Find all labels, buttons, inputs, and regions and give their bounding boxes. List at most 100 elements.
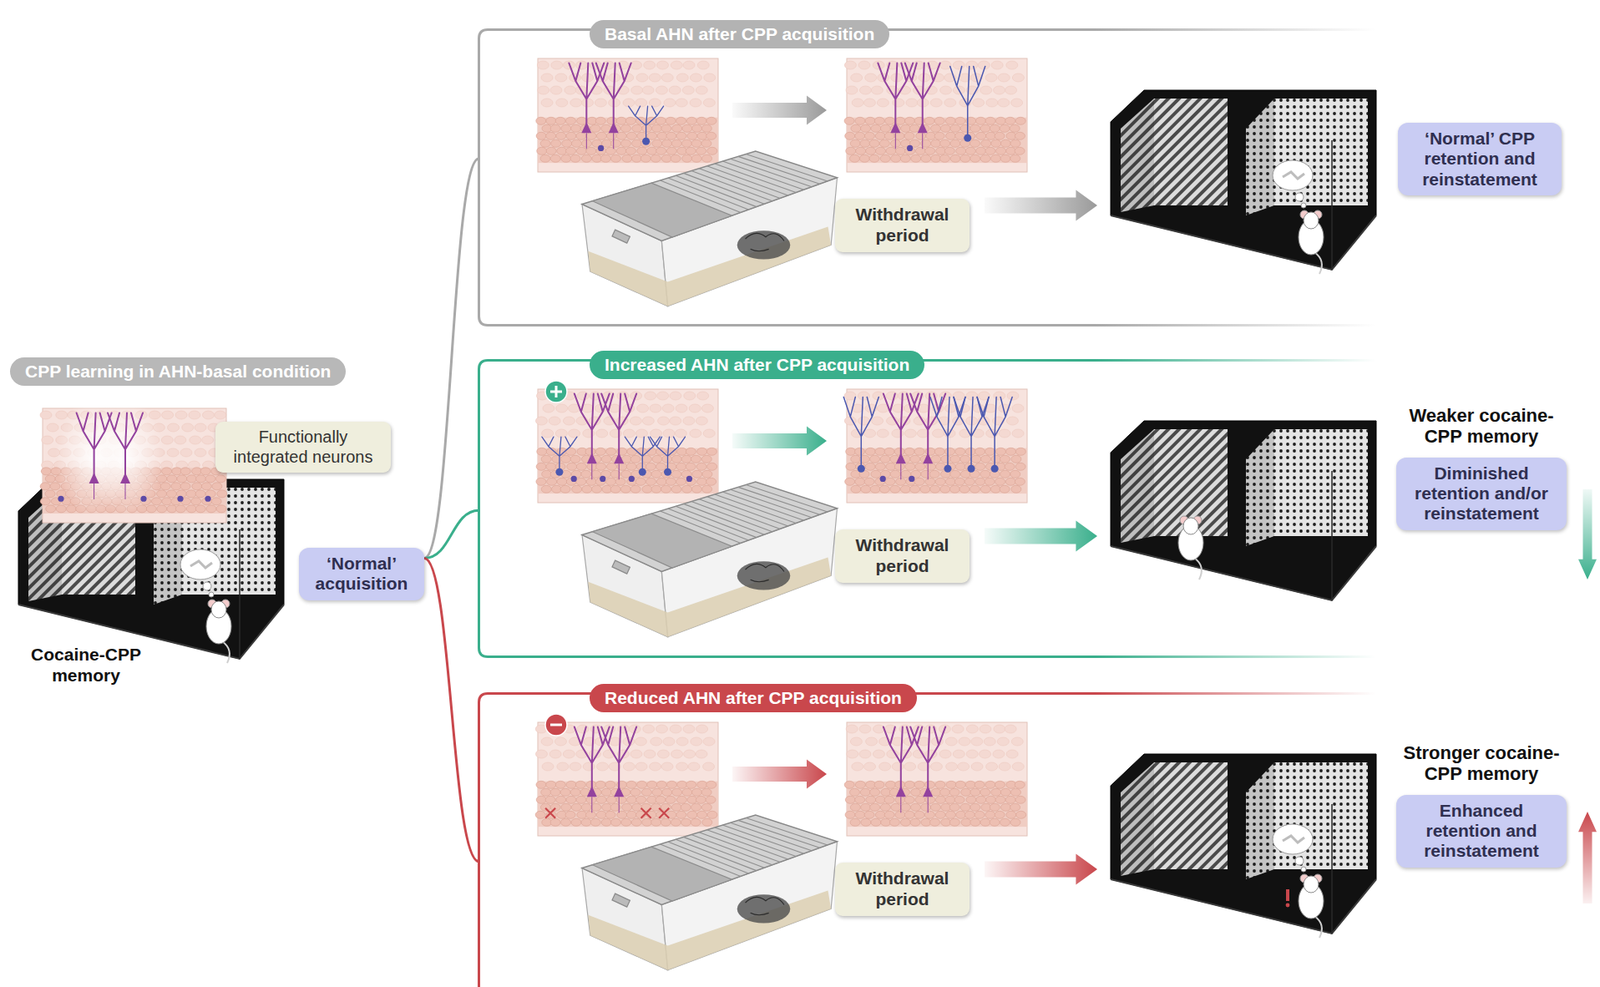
neuron-panel-part [926,462,937,471]
neuron-panel-part [1012,762,1024,771]
neuron-panel-part [660,803,671,811]
neuron-panel-part [985,116,996,125]
neuron-panel-part [952,60,965,70]
newborn-cell [177,496,183,502]
neuron-panel-part [873,724,886,734]
neuron-panel-part [701,803,712,811]
neuron-panel-part [672,788,683,796]
neuron-panel-part [701,455,712,463]
neuron-panel-part [914,780,925,789]
neuron-panel-part [850,818,861,826]
soma [587,785,598,797]
neuron-panel-part [703,429,715,438]
neuron-panel-part [858,60,871,70]
neuron-panel-part [626,780,637,789]
dendrite [950,66,986,139]
neuron-panel-part [970,818,981,826]
neuron-panel-part [904,116,915,125]
axon [125,483,127,500]
neuron-panel-part [600,154,611,163]
neuron-panel-part [991,788,1002,796]
axon [618,463,620,480]
neuron-panel-part [45,475,56,483]
neuron-panel-part [535,810,546,819]
neuron-panel-part [931,429,944,438]
cpp-chamber-part [1154,98,1228,206]
neuron-panel-part [156,505,168,513]
neuron-panel-part [945,810,956,819]
neuron-panel-part [915,795,926,804]
cpp-chamber-part [1331,804,1333,934]
neuron-panel-part [884,447,895,456]
neuron-panel-part [994,810,1005,819]
neuron-panel-part [536,447,547,456]
neuron-panel-part [595,780,606,789]
neuron-panel-part [995,447,1006,456]
neuron-panel-part [622,98,635,107]
neuron-panel-part [592,485,603,493]
dendrite [843,397,879,470]
neuron-panel-part [616,146,627,155]
neuron-panel-part [669,416,682,426]
neuron-panel-part [904,795,915,804]
neuron-panel-part [550,154,561,163]
home-cage-part [659,153,827,213]
neuron-panel-part [690,818,701,826]
neuron-panel-part [892,98,905,107]
neuron-panel-part [845,724,858,734]
neuron-panel-part [676,810,687,819]
neuron-panel-part [661,485,672,493]
mouse-part [211,601,227,618]
neuron-panel-part [642,818,653,826]
neuron-panel-part [665,795,676,804]
neuron-panel-part [889,818,900,826]
neuron-panel-part [956,810,967,819]
neuron-panel-part [971,762,983,771]
neuron-panel-part [576,146,587,155]
flow-arrow [732,759,827,790]
neuron-panel-part [540,139,551,147]
neuron-panel-part [645,477,656,486]
neuron-panel-part [167,505,178,513]
cpp-chamber-part [1120,98,1155,213]
neuron-panel-part [701,788,712,796]
neuron-panel-part [688,762,700,771]
neuron-panel-part [980,124,991,132]
neuron-panel-part [980,154,991,163]
neuron-panel-part [536,477,547,486]
neuron-panel-part [995,795,1006,804]
neuron-panel-part [930,485,941,493]
neuron-panel-part [846,781,1028,827]
neuron-panel-part [875,795,886,804]
neuron-panel-part [585,447,596,456]
neuron-panel-part [946,131,957,140]
neuron-panel-part [537,117,719,163]
plus-symbol-part [545,380,568,403]
neuron-panel-part [695,86,708,95]
neuron-panel-part [934,116,945,125]
neuron-panel-part [634,737,647,746]
neuron-panel-part [846,58,1028,173]
neuron-panel-part [939,749,952,759]
neuron-panel-part [652,139,663,147]
neuron-panel-part [1011,485,1022,493]
flow-arrow [984,853,1098,885]
neuron-panel-part [849,154,860,163]
neuron-panel-part [976,146,987,155]
neuron-panel-part [566,795,577,804]
neuron-panel-part [180,482,191,491]
neuron-panel-part [972,98,985,107]
neuron-panel-part [913,724,926,734]
neuron-panel-part [647,146,658,155]
neuron-panel-part [595,447,606,456]
soma [890,121,901,133]
cage-lid [582,815,838,906]
neuron-panel-part [696,146,707,155]
neuron-panel-part [846,117,1028,163]
neuron-panel-part [691,154,702,163]
neuron-panel-part [665,477,676,486]
neuron-panel-part [940,124,951,132]
neuron-panel-part [685,462,696,471]
neuron-panel-part [1011,737,1023,746]
neuron-panel-part [844,60,856,70]
